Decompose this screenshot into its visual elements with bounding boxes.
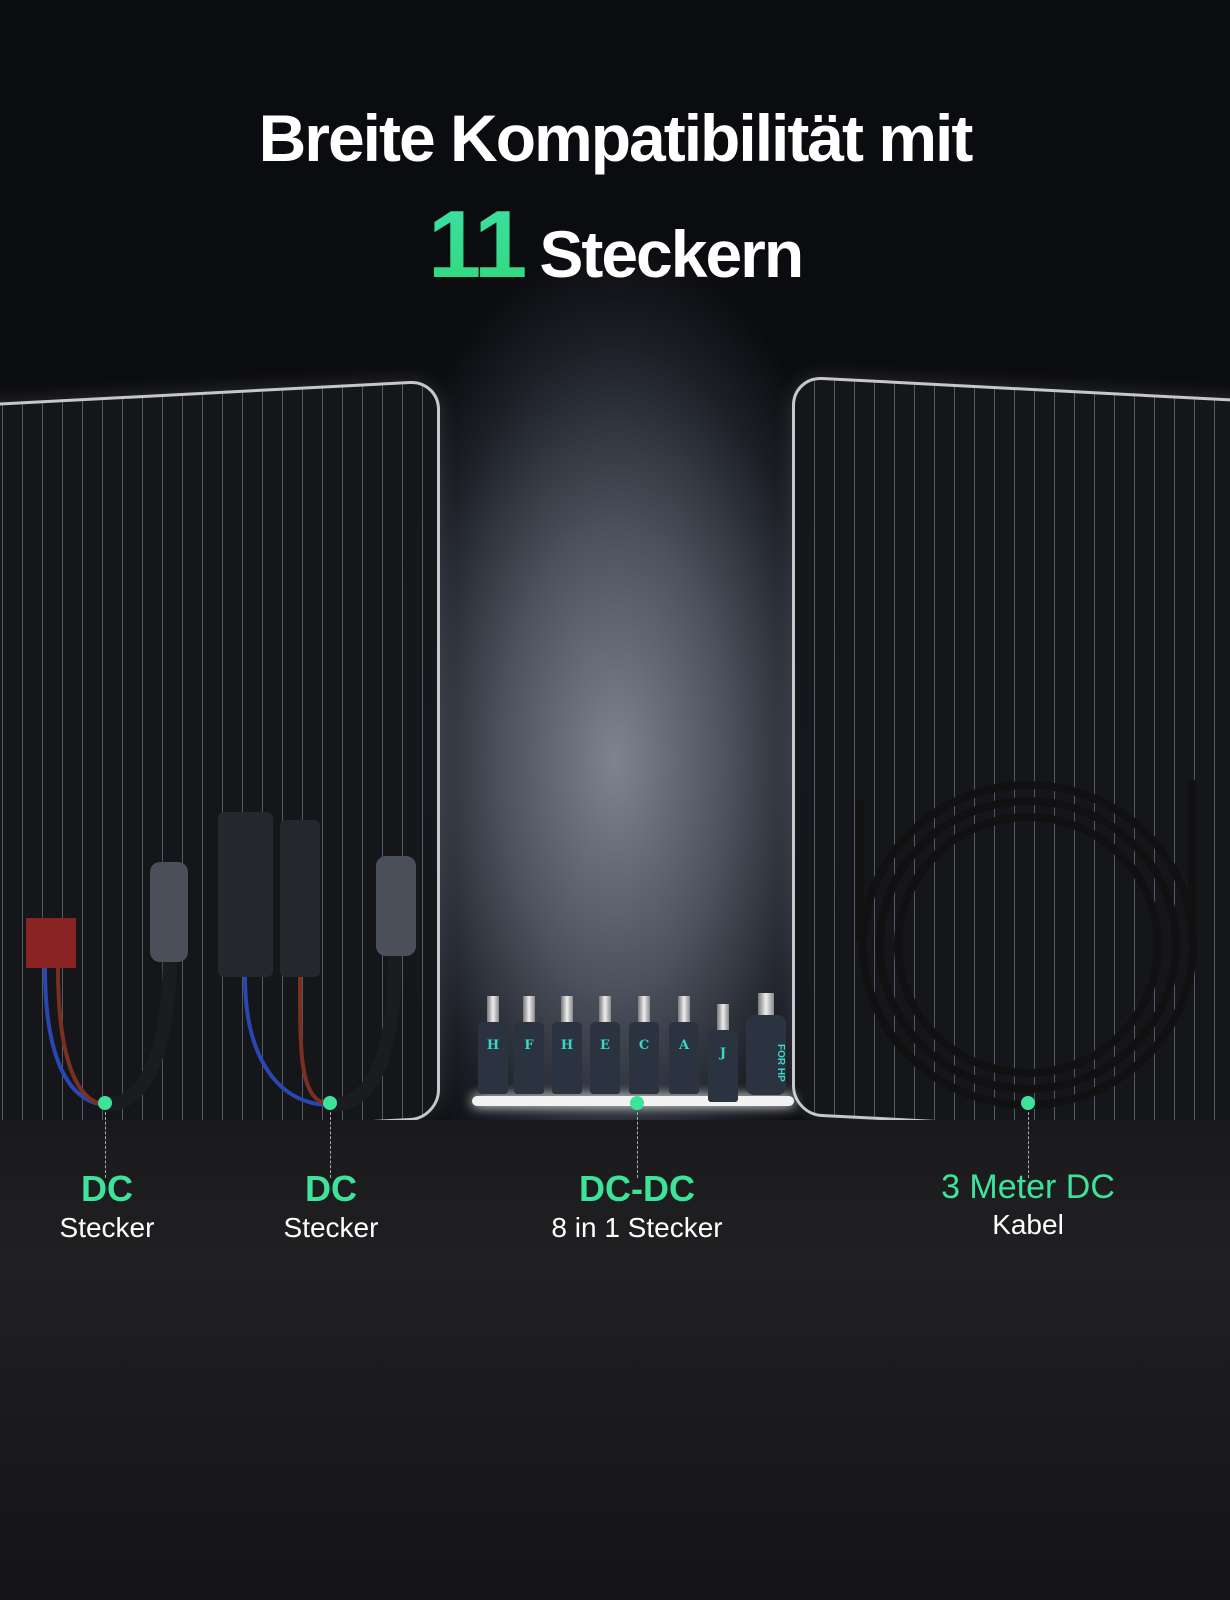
dc-tip-e: E — [590, 996, 620, 1094]
headline-line1: Breite Kompatibilität mit — [258, 101, 974, 175]
leader-line — [1028, 1112, 1029, 1178]
marker-dot — [98, 1096, 112, 1110]
dc-tip-j: J — [708, 1004, 738, 1102]
dc-tip-for-hp: FOR HP — [746, 993, 786, 1095]
label-subtitle: Kabel — [992, 1209, 1064, 1240]
marker-dot — [1021, 1096, 1035, 1110]
label-subtitle: Stecker — [283, 1212, 379, 1243]
dc-connector-1 — [26, 862, 188, 1112]
label-title: DC-DC — [579, 1168, 695, 1209]
label-title: DC — [81, 1168, 133, 1209]
dc-cable-coil — [856, 780, 1197, 1109]
label-subtitle: 8 in 1 Stecker — [551, 1212, 723, 1243]
label-subtitle: Stecker — [59, 1212, 155, 1243]
dc-tip-a: A — [669, 996, 699, 1094]
dc-tip-f: F — [514, 996, 544, 1094]
dc-tip-c: C — [629, 996, 659, 1094]
leader-line — [330, 1112, 331, 1178]
connector-count: 11 — [427, 191, 527, 298]
leader-line — [637, 1112, 638, 1178]
label-title: 3 Meter DC — [941, 1168, 1115, 1206]
dc-connector-2 — [218, 812, 416, 1112]
dc-tip-h: H — [478, 996, 508, 1094]
floor — [0, 1120, 1230, 1600]
marker-dot — [323, 1096, 337, 1110]
marker-dot — [630, 1096, 644, 1110]
leader-line — [105, 1112, 106, 1178]
headline-steckern: Steckern — [539, 217, 804, 291]
dc-tip-h2: H — [552, 996, 582, 1094]
label-title: DC — [305, 1168, 357, 1209]
